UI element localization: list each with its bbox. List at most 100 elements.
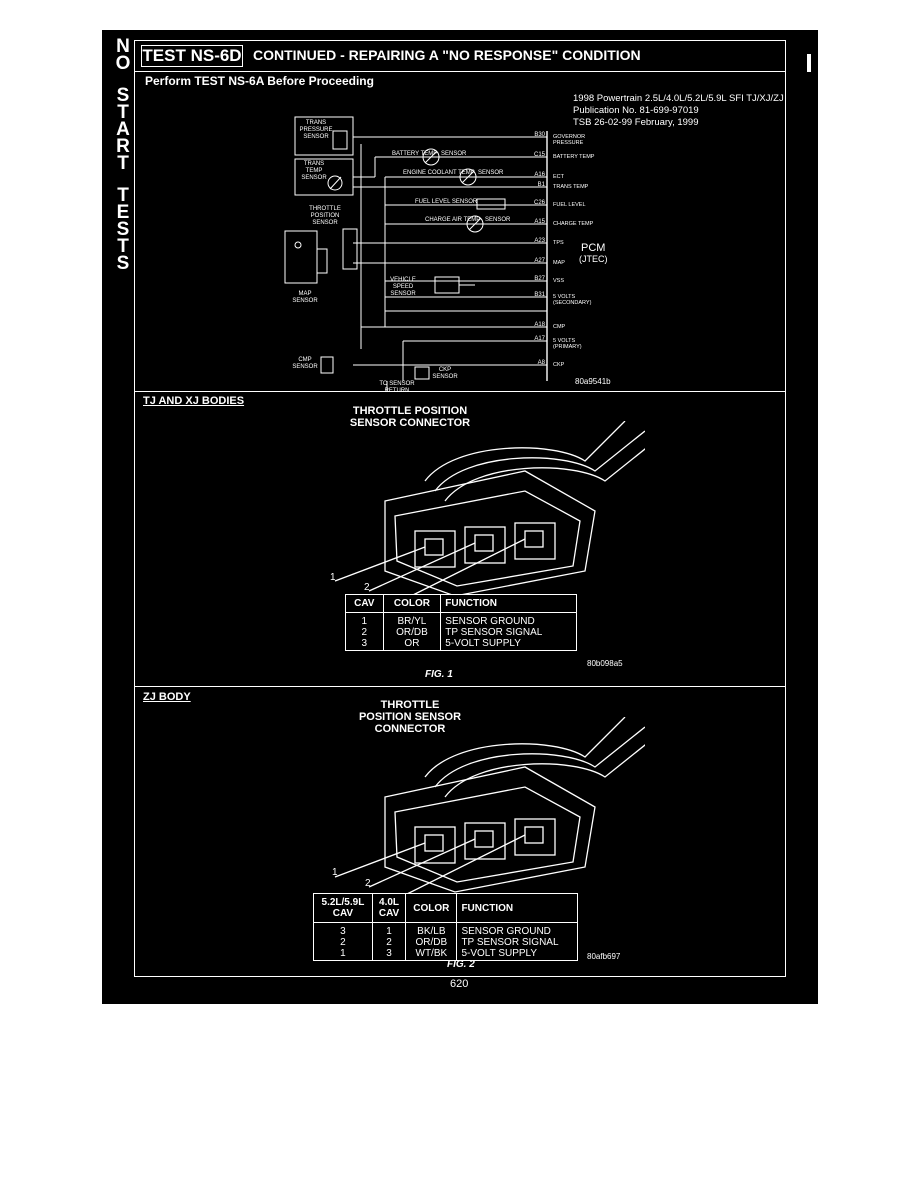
wire (434, 726, 645, 788)
trans-pressure-label: PRESSURE (299, 127, 332, 133)
section-label: ZJ BODY (143, 691, 191, 703)
trans-pressure-element (332, 130, 348, 150)
figure-caption: FIG. 2 (447, 959, 475, 970)
callout: 1 (332, 867, 338, 878)
cmp-sensor-label: SENSOR (292, 364, 318, 370)
trans-temp-label: TRANS (304, 161, 324, 167)
cavity-3 (514, 522, 556, 560)
terminal-icon (424, 538, 444, 556)
tab-letter: T (117, 185, 129, 206)
wire (444, 448, 645, 502)
figure-title-line: THROTTLE (380, 699, 440, 711)
table-header: COLOR (382, 594, 442, 613)
fuel-level-sensor-icon (476, 198, 506, 210)
figure-title-line: SENSOR CONNECTOR (349, 417, 471, 429)
pcm-pin-label: (SECONDARY) (553, 300, 592, 306)
tab-letter: S (116, 85, 130, 106)
table-cell: BR/YL (382, 612, 442, 627)
section-divider (135, 686, 785, 687)
pcm-pin-number: A15 (534, 219, 545, 225)
terminal-icon (474, 534, 494, 552)
title-bar: TEST NS-6D CONTINUED - REPAIRING A "NO R… (135, 41, 785, 72)
section-label: TJ AND XJ BODIES (143, 395, 245, 407)
vehicle-speed-label: SENSOR (390, 291, 416, 297)
pcm-pin-label: 5 VOLTS (553, 294, 576, 300)
table-cell: 3 (313, 922, 373, 937)
pcm-pin-label: PRESSURE (553, 140, 584, 146)
table-cell: 5-VOLT SUPPLY (456, 948, 578, 961)
tab-letter: E (116, 202, 130, 223)
trans-pressure-sensor-box (294, 116, 354, 156)
table-cell: 1 (313, 948, 373, 961)
callout: 2 (365, 878, 371, 889)
cavity-1 (414, 530, 456, 568)
pcm-pin-label: TRANS TEMP (553, 184, 589, 190)
page-title: CONTINUED - REPAIRING A "NO RESPONSE" CO… (253, 47, 641, 63)
ckp-sensor-label: CKP (439, 367, 451, 373)
pcm-pin-label: TPS (553, 240, 564, 246)
sensor-return-label: TO SENSOR (379, 381, 415, 387)
table-cell: WT/BK (405, 948, 458, 961)
terminal-icon (524, 826, 544, 844)
table-cell: OR/DB (382, 627, 442, 638)
publication-info: 1998 Powertrain 2.5L/4.0L/5.2L/5.9L SFI … (573, 93, 784, 129)
callout: 1 (330, 572, 336, 583)
pcm-sub-label: (JTEC) (579, 254, 608, 264)
pcm-pin-label: CHARGE TEMP (553, 221, 594, 227)
figure-caption: FIG. 1 (425, 669, 453, 680)
table-header: COLOR (405, 893, 458, 923)
connector-body (384, 766, 596, 893)
trans-pressure-label: TRANS (306, 120, 326, 126)
page-number: 620 (450, 978, 469, 990)
sensor-label: SENSOR (485, 217, 511, 223)
table-header: FUNCTION (456, 893, 578, 923)
cavity-2 (464, 822, 506, 860)
ect-sensor-icon (459, 168, 477, 186)
charge-air-temp-sensor-icon (466, 215, 484, 233)
figure-code: 80b098a5 (587, 659, 623, 668)
pcm-pin-label: 5 VOLTS (553, 338, 576, 344)
table-cell: OR (382, 638, 442, 651)
table-cell: 3 (371, 948, 407, 961)
table-cell: 2 (371, 937, 407, 948)
tab-letter: T (117, 236, 129, 257)
pcm-label: PCM (581, 242, 605, 254)
throttle-position-label: THROTTLE (309, 206, 341, 212)
pcm-pin-label: FUEL LEVEL (553, 202, 586, 208)
tab-letter: T (117, 153, 129, 174)
pcm-pin-label: BATTERY TEMP (553, 154, 595, 160)
table-header: CAV (345, 594, 384, 613)
sensor-return-label: RETURN (385, 388, 410, 391)
table-cell: TP SENSOR SIGNAL (456, 937, 578, 948)
schematic-code: 80a9541b (575, 377, 611, 386)
terminal-icon (424, 834, 444, 852)
sensor-label: SENSOR (441, 151, 467, 157)
ckp-sensor-label: SENSOR (432, 374, 458, 380)
table-cell: SENSOR GROUND (456, 922, 578, 937)
figure-code: 80afb697 (587, 952, 621, 961)
trans-temp-label: SENSOR (301, 175, 327, 181)
cmp-sensor-icon (320, 356, 334, 374)
pcm-pin-number: B30 (534, 132, 545, 138)
table-cell: 2 (345, 627, 384, 638)
table-cell: TP SENSOR SIGNAL (440, 627, 577, 638)
pcm-pin-label: VSS (553, 278, 564, 284)
table-cell: 3 (345, 638, 384, 651)
pcm-pin-label: GOVERNOR (553, 134, 585, 140)
wiring-schematic: TRANSPRESSURESENSORTRANSTEMPSENSORTHROTT… (284, 116, 608, 391)
tab-letter: N (116, 36, 130, 57)
tps-connector-illustration (334, 421, 645, 600)
cmp-sensor-label: CMP (298, 357, 311, 363)
section-divider (135, 391, 785, 392)
tab-letter: S (116, 219, 130, 240)
wire (434, 430, 645, 492)
terminal-icon (474, 830, 494, 848)
sensor-label: SENSOR (478, 170, 504, 176)
pcm-pin-number: B27 (534, 276, 545, 282)
ect-label: ENGINE COOLANT TEMP (403, 170, 475, 176)
